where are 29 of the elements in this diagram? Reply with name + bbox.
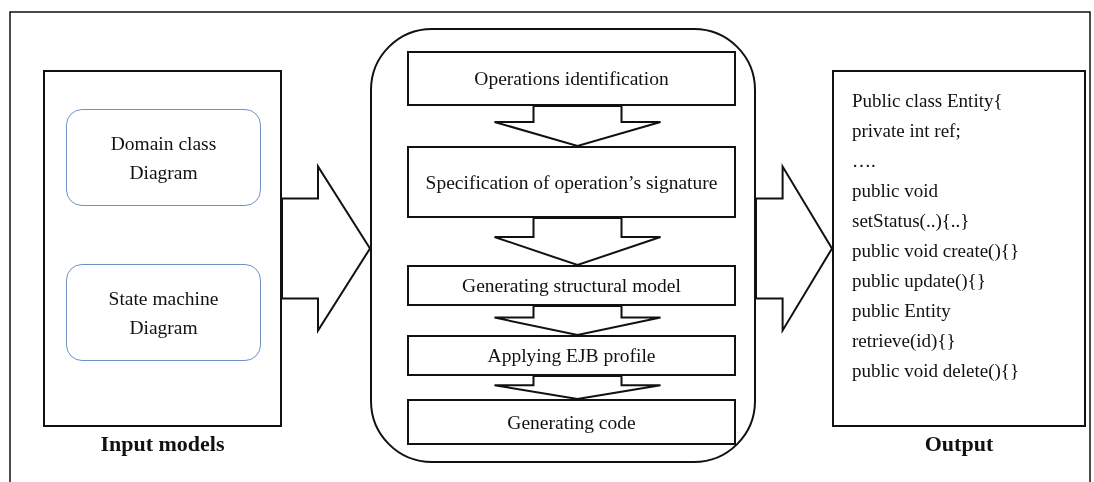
panel-heading: Output bbox=[924, 431, 994, 457]
code-line: public void create(){} bbox=[852, 239, 1019, 263]
code-line: public void delete(){} bbox=[852, 359, 1020, 383]
model-box bbox=[66, 109, 261, 206]
model-box bbox=[66, 264, 261, 361]
model-name: State machine Diagram bbox=[107, 286, 220, 340]
chevron-arrow bbox=[493, 217, 662, 267]
chevron-arrow bbox=[493, 305, 662, 337]
process-step-box bbox=[407, 265, 736, 306]
panel-heading: Input models bbox=[100, 431, 225, 457]
process-step-box bbox=[407, 335, 736, 376]
process-step-box bbox=[407, 146, 736, 218]
process-step-box bbox=[407, 51, 736, 106]
chevron-arrow bbox=[493, 375, 662, 400]
block-arrow bbox=[755, 162, 834, 335]
model-name: Domain class Diagram bbox=[109, 131, 218, 185]
step-label: Applying EJB profile bbox=[487, 344, 656, 368]
process-container bbox=[370, 28, 756, 463]
code-line: private int ref; bbox=[852, 119, 961, 143]
step-label: Operations identification bbox=[474, 67, 669, 91]
code-line: …. bbox=[852, 149, 876, 173]
step-label: Generating code bbox=[507, 410, 636, 435]
block-arrow bbox=[281, 163, 372, 334]
code-line: public update(){} bbox=[852, 269, 986, 293]
step-label: Generating structural model bbox=[462, 274, 681, 298]
code-line: Public class Entity{ bbox=[852, 89, 1003, 113]
step-label: Specification of operation’s signature bbox=[425, 170, 718, 195]
chevron-arrow bbox=[493, 105, 662, 148]
process-step-box bbox=[407, 399, 736, 445]
